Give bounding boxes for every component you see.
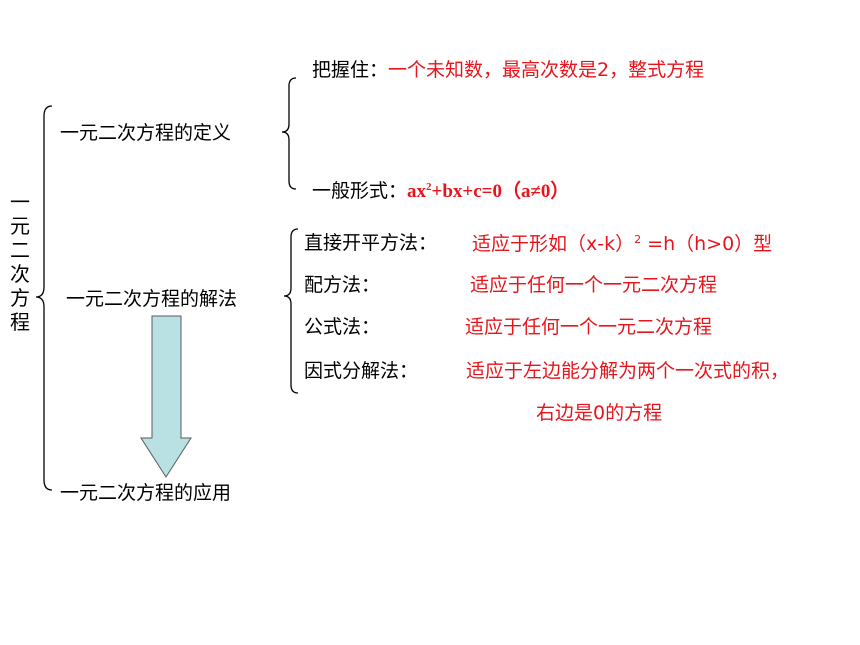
branch-application: 一元二次方程的应用 <box>60 482 232 504</box>
method-label: 配方法： <box>304 274 381 296</box>
root-topic: 一 元 二 次 方 程 <box>8 190 32 334</box>
root-brace <box>35 105 53 491</box>
general-form-row: 一般形式：ax2+bx+c=0（a≠0） <box>312 180 570 202</box>
root-char: 一 <box>10 190 30 214</box>
method-desc-continued: 右边是0的方程 <box>536 402 663 424</box>
general-form-label: 一般形式： <box>312 180 408 202</box>
grasp-value: 一个未知数，最高次数是2，整式方程 <box>388 59 705 81</box>
method-label: 因式分解法： <box>304 360 419 382</box>
down-arrow <box>140 315 192 478</box>
method-desc: 适应于形如（x-k）2 =h（h>0）型 <box>472 233 773 255</box>
method-label: 直接开平方法： <box>304 232 438 254</box>
general-form-formula: ax2+bx+c=0（a≠0） <box>407 181 570 202</box>
root-char: 元 <box>10 214 30 238</box>
branch-solving: 一元二次方程的解法 <box>66 288 238 310</box>
root-char: 二 <box>10 238 30 262</box>
grasp-row: 把握住：一个未知数，最高次数是2，整式方程 <box>312 61 704 80</box>
root-char: 程 <box>10 310 30 334</box>
method-desc: 适应于任何一个一元二次方程 <box>465 316 713 338</box>
method-desc: 适应于任何一个一元二次方程 <box>470 274 718 296</box>
branch-definition: 一元二次方程的定义 <box>60 122 232 144</box>
root-char: 方 <box>10 286 30 310</box>
definition-brace <box>281 77 297 190</box>
grasp-label: 把握住： <box>312 59 389 81</box>
method-label: 公式法： <box>304 316 381 338</box>
methods-brace <box>283 228 299 394</box>
method-desc: 适应于左边能分解为两个一次式的积， <box>466 360 790 382</box>
root-char: 次 <box>10 262 30 286</box>
